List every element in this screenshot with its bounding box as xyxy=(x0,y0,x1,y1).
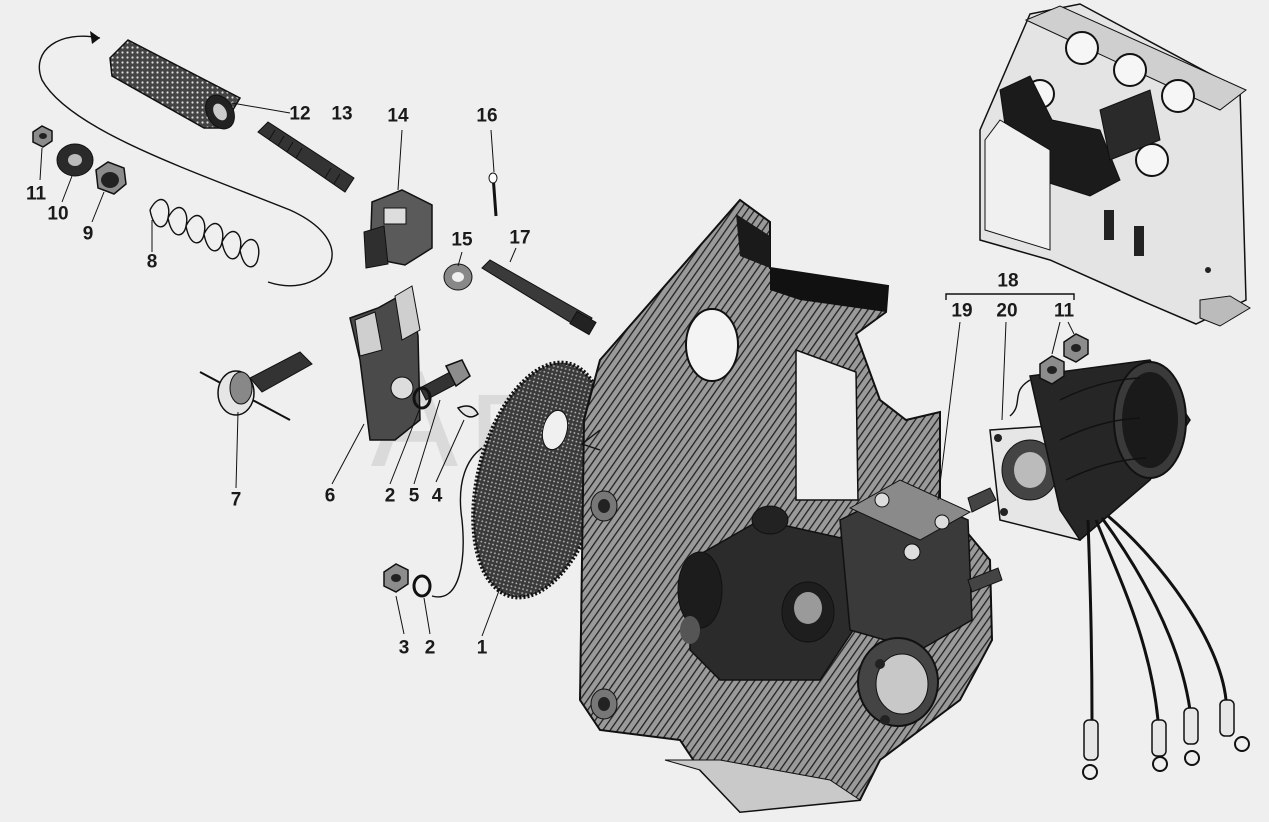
callout-4: 4 xyxy=(431,485,443,507)
callout-13: 13 xyxy=(331,103,353,125)
part-12-knurled-sleeve xyxy=(109,39,242,130)
motor-wires xyxy=(1082,514,1250,780)
cable-loop xyxy=(38,31,333,287)
callout-12: 12 xyxy=(289,103,311,125)
part-11-nut-left xyxy=(32,125,53,148)
part-9-hex-nut xyxy=(95,161,127,195)
callout-14: 14 xyxy=(387,105,409,127)
callout-6: 6 xyxy=(324,485,336,507)
callout-7: 7 xyxy=(230,489,242,511)
part-10-washer xyxy=(56,143,94,177)
part-6-fork-lever xyxy=(349,285,421,441)
electric-motor xyxy=(989,359,1191,542)
pump-assembly xyxy=(677,479,1003,727)
part-11-nuts-right xyxy=(1039,333,1089,385)
part-7-control-knob xyxy=(199,351,313,421)
callout-8: 8 xyxy=(146,251,158,273)
callout-3: 3 xyxy=(398,637,410,659)
callout-2-upper: 2 xyxy=(384,485,396,507)
callout-16: 16 xyxy=(476,105,498,127)
part-14-bracket xyxy=(363,189,433,269)
callout-15: 15 xyxy=(451,229,473,251)
callout-1: 1 xyxy=(476,637,488,659)
callout-9: 9 xyxy=(82,223,94,245)
leader-lines xyxy=(39,102,1075,637)
part-4-key xyxy=(456,405,479,418)
part-8-coil-spring xyxy=(149,198,260,268)
callout-2-lower: 2 xyxy=(424,637,436,659)
part-3-nut-bottom xyxy=(383,563,409,593)
part-5-bolt xyxy=(419,359,471,401)
callout-17: 17 xyxy=(509,227,531,249)
callout-11-right: 11 xyxy=(1053,300,1075,322)
part-13-threaded-tube xyxy=(257,121,355,193)
callout-20: 20 xyxy=(996,300,1018,322)
control-panel-assembly xyxy=(979,3,1251,327)
part-2-spring-washer xyxy=(412,386,432,410)
callout-11-left: 11 xyxy=(25,183,47,205)
part-15-washer xyxy=(443,263,473,291)
callout-18: 18 xyxy=(997,270,1019,292)
part-16-cotter-pin xyxy=(488,172,498,217)
motor-lead-squiggle xyxy=(1009,379,1031,417)
part-2-washer-bottom xyxy=(412,447,483,598)
callout-19: 19 xyxy=(951,300,973,322)
part-17-long-rod xyxy=(481,259,597,336)
callout-5: 5 xyxy=(408,485,420,507)
callout-10: 10 xyxy=(47,203,69,225)
